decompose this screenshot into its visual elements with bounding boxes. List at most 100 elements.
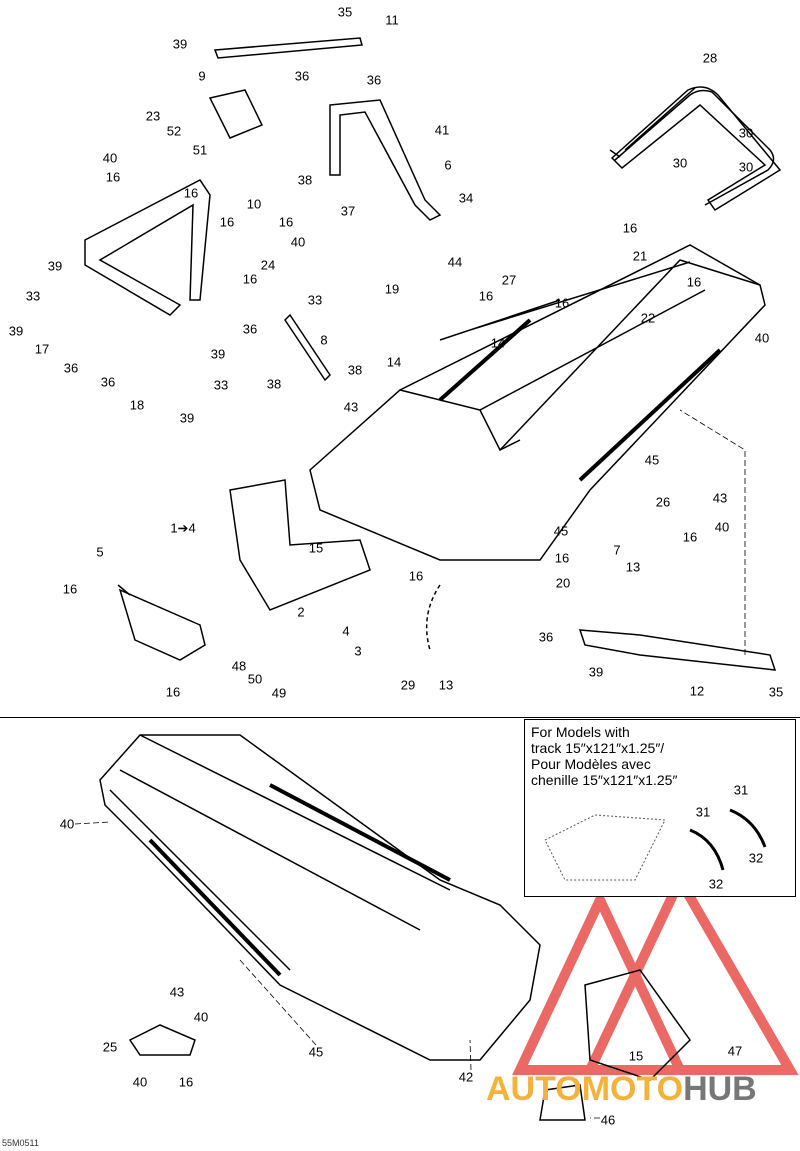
- callout-label: 14: [490, 335, 506, 351]
- callout-label: 32: [708, 876, 724, 892]
- callout-label: 15: [308, 540, 324, 556]
- callout-label: 38: [297, 172, 313, 188]
- callout-label: 46: [600, 1112, 616, 1128]
- callout-label: 17: [34, 341, 50, 357]
- inset-line: For Models with: [531, 724, 630, 740]
- callout-label: 16: [278, 214, 294, 230]
- tunnel-frame-bottom: [99, 734, 541, 1061]
- callout-label: 50: [247, 671, 263, 687]
- callout-label: 39: [588, 664, 604, 680]
- callout-label: 16: [682, 529, 698, 545]
- callout-label: 45: [644, 452, 660, 468]
- callout-label: 16: [686, 274, 702, 290]
- callout-label: 21: [632, 248, 648, 264]
- callout-label: 27: [501, 272, 517, 288]
- callout-label: 44: [447, 254, 463, 270]
- callout-label: 51: [192, 142, 208, 158]
- callout-label: 10: [246, 196, 262, 212]
- callout-label: 47: [727, 1043, 743, 1059]
- callout-label: 12: [689, 683, 705, 699]
- inset-illustration: [544, 808, 767, 881]
- callout-label: 16: [165, 684, 181, 700]
- callout-label: 31: [733, 782, 749, 798]
- callout-label: 45: [553, 523, 569, 539]
- callout-label: 36: [242, 321, 258, 337]
- callout-label: 40: [59, 816, 75, 832]
- callout-label: 13: [625, 559, 641, 575]
- callout-label: 16: [219, 214, 235, 230]
- callout-label: 33: [213, 377, 229, 393]
- callout-label: 36: [538, 629, 554, 645]
- callout-label: 6: [444, 157, 452, 173]
- callout-label: 16: [478, 288, 494, 304]
- callout-label: 16: [554, 295, 570, 311]
- callout-label: 38: [347, 362, 363, 378]
- rear-bumper: [609, 87, 775, 206]
- callout-label: 49: [271, 685, 287, 701]
- callout-label: 39: [47, 258, 63, 274]
- callout-label: 8: [320, 332, 328, 348]
- callout-label: 18: [129, 397, 145, 413]
- track-variant-inset: For Models with track 15″x121″x1.25″/ Po…: [524, 719, 796, 897]
- inset-line: track 15″x121″x1.25″/: [531, 740, 665, 756]
- callout-label: 16: [408, 568, 424, 584]
- callout-label: 30: [738, 159, 754, 175]
- watermark-part2: HUB: [683, 1070, 757, 1108]
- inset-line: chenille 15″x121″x1.25″: [531, 772, 678, 788]
- callout-label: 40: [132, 1074, 148, 1090]
- callout-label: 33: [25, 288, 41, 304]
- crossbar: [213, 37, 363, 59]
- callout-label: 22: [640, 310, 656, 326]
- callout-label: 16: [105, 169, 121, 185]
- watermark-logo: [512, 869, 799, 1075]
- diagram-code: 55M0511: [2, 1138, 39, 1148]
- callout-label: 16: [183, 185, 199, 201]
- inset-line: Pour Modèles avec: [531, 756, 651, 772]
- callout-label: 45: [308, 1044, 324, 1060]
- callout-label: 24: [260, 257, 276, 273]
- callout-label: 36: [366, 72, 382, 88]
- callout-label: 30: [738, 125, 754, 141]
- callout-label: 5: [96, 544, 104, 560]
- callout-label: 20: [555, 575, 571, 591]
- callout-label: 35: [768, 684, 784, 700]
- callout-label: 26: [655, 494, 671, 510]
- callout-label: 19: [384, 281, 400, 297]
- callout-label: 7: [613, 542, 621, 558]
- callout-label: 13: [438, 677, 454, 693]
- callout-label: 39: [172, 36, 188, 52]
- callout-label: 16: [62, 581, 78, 597]
- callout-label: 15: [628, 1048, 644, 1064]
- callout-label: 40: [290, 234, 306, 250]
- callout-label: 11: [385, 12, 399, 28]
- callout-label: 40: [714, 519, 730, 535]
- callout-label: 16: [622, 220, 638, 236]
- callout-label: 25: [102, 1039, 118, 1055]
- watermark-text: AUTOMOTOHUB: [486, 1072, 757, 1106]
- inset-title: For Models with track 15″x121″x1.25″/ Po…: [531, 724, 677, 788]
- callout-label: 40: [193, 1009, 209, 1025]
- callout-label: 32: [748, 850, 764, 866]
- callout-label: 16: [242, 271, 258, 287]
- callout-label: 16: [554, 550, 570, 566]
- callout-label: 38: [266, 376, 282, 392]
- callout-label: 52: [166, 123, 182, 139]
- callout-label: 36: [63, 360, 79, 376]
- callout-label: 23: [145, 108, 161, 124]
- callout-label: 4: [342, 623, 350, 639]
- callout-label: 48: [231, 658, 247, 674]
- callout-label: 43: [343, 399, 359, 415]
- callout-label: 42: [458, 1069, 474, 1085]
- callout-label: 35: [337, 4, 353, 20]
- section-divider: [0, 717, 800, 718]
- callout-label: 31: [695, 804, 711, 820]
- callout-label: 36: [100, 374, 116, 390]
- callout-label: 9: [198, 68, 206, 84]
- callout-label: 40: [102, 150, 118, 166]
- callout-label: 1➔4: [170, 520, 196, 536]
- callout-label: 3: [354, 643, 362, 659]
- tunnel-frame-top: [309, 259, 766, 561]
- callout-label: 43: [169, 984, 185, 1000]
